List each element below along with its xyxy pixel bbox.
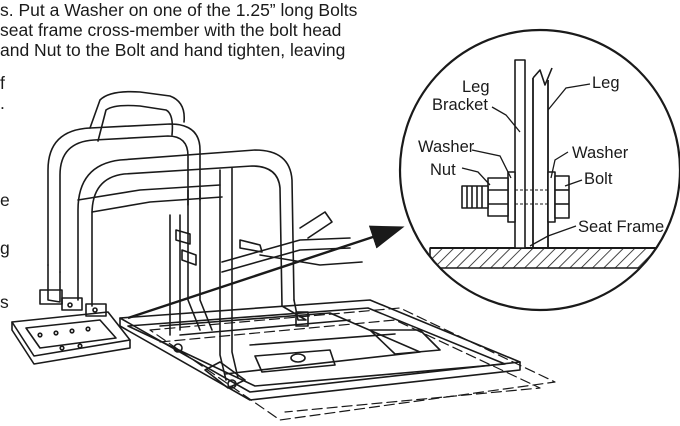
instruction-fragment: f	[0, 73, 5, 93]
label-leg: Leg	[592, 74, 620, 92]
label-washer-right: Washer	[572, 144, 629, 162]
label-leg-bracket-line2: Bracket	[432, 96, 488, 114]
label-nut: Nut	[430, 161, 456, 179]
instruction-line: s. Put a Washer on one of the 1.25” long…	[0, 0, 358, 20]
detail-callout: Leg Bracket Leg Washer Washer Nut Bolt S…	[398, 28, 680, 312]
detail-leader-arrow	[127, 225, 405, 320]
label-bolt: Bolt	[584, 170, 613, 188]
instruction-fragment: e	[0, 190, 10, 210]
label-washer-left: Washer	[418, 138, 475, 156]
label-leg-bracket-line1: Leg	[462, 78, 490, 96]
instruction-fragment: s	[0, 292, 9, 312]
seat-frame-assembly	[11, 90, 556, 421]
instruction-line: and Nut to the Bolt and hand tighten, le…	[0, 40, 346, 60]
instruction-fragment: .	[0, 93, 5, 113]
label-seat-frame: Seat Frame	[578, 218, 664, 236]
instruction-text: s. Put a Washer on one of the 1.25” long…	[0, 0, 400, 60]
instruction-fragment: g	[0, 238, 10, 258]
instruction-line: seat frame cross-member with the bolt he…	[0, 20, 342, 40]
